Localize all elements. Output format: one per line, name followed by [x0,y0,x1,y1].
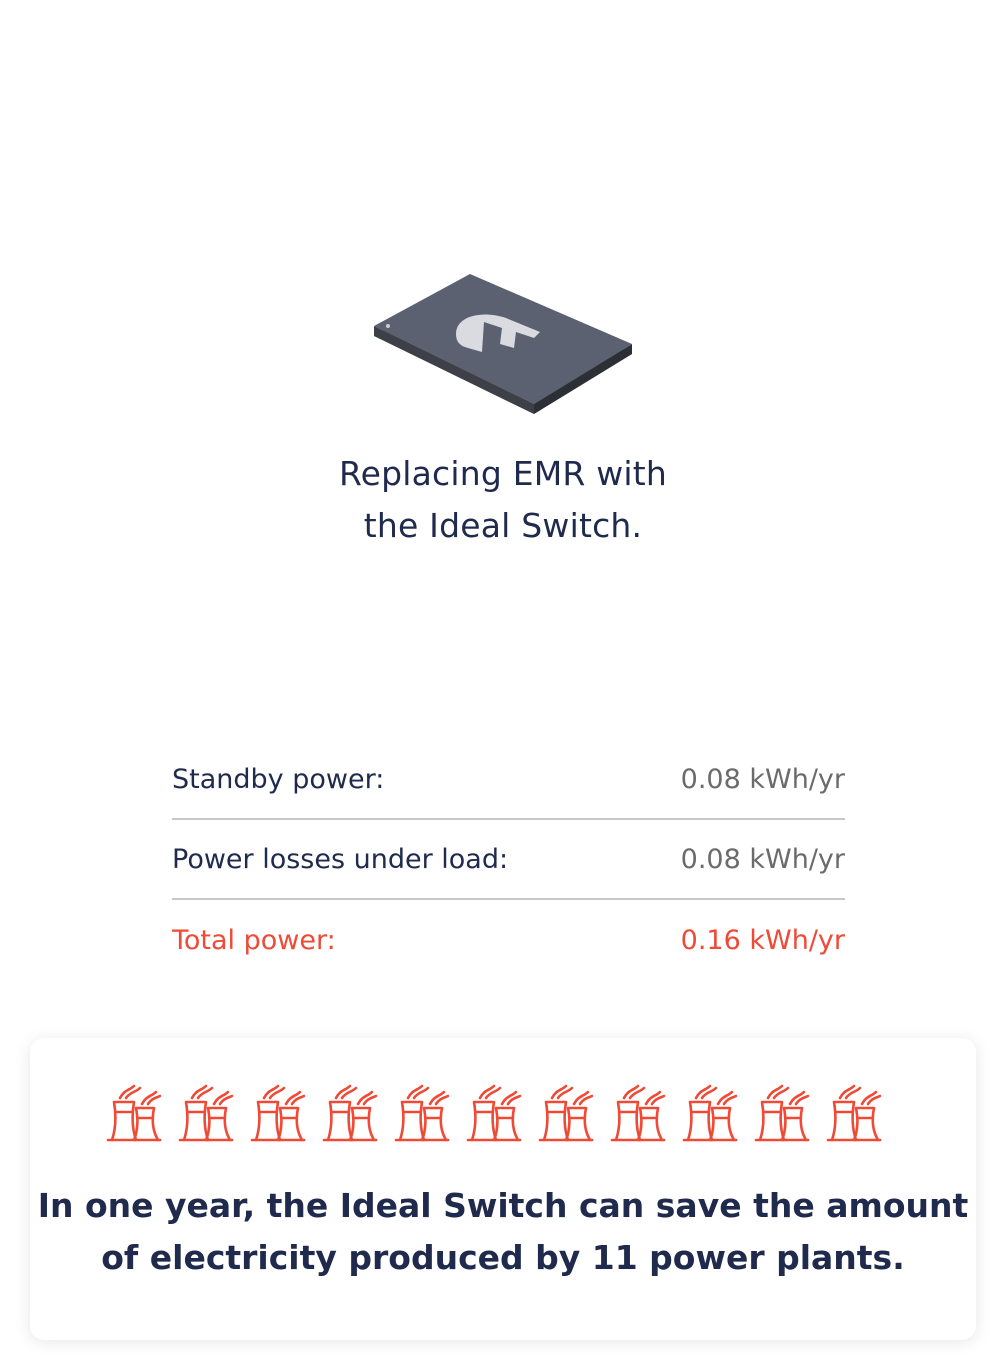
power-plant-icon [322,1084,378,1142]
power-plant-icon [754,1084,810,1142]
power-plant-icon [394,1084,450,1142]
power-plant-icon [682,1084,738,1142]
metric-row-standby: Standby power: 0.08 kWh/yr [172,740,845,820]
metric-value: 0.16 kWh/yr [680,924,845,956]
metric-row-total: Total power: 0.16 kWh/yr [172,900,845,980]
power-plant-icon [826,1084,882,1142]
metric-label: Standby power: [172,763,385,795]
metric-label: Total power: [172,924,336,956]
savings-text: In one year, the Ideal Switch can save t… [30,1180,976,1284]
metric-value: 0.08 kWh/yr [680,763,845,795]
power-plant-icon [538,1084,594,1142]
power-plant-icon [178,1084,234,1142]
power-plant-icon [106,1084,162,1142]
savings-text-line-2: of electricity produced by 11 power plan… [101,1238,905,1277]
headline: Replacing EMR with the Ideal Switch. [0,448,1006,552]
power-metrics-table: Standby power: 0.08 kWh/yr Power losses … [172,740,845,980]
metric-row-load-losses: Power losses under load: 0.08 kWh/yr [172,820,845,900]
chip-icon [374,274,632,414]
metric-value: 0.08 kWh/yr [680,843,845,875]
power-plants-row [106,1084,882,1142]
headline-line-1: Replacing EMR with [338,454,668,493]
power-plant-icon [466,1084,522,1142]
power-plant-icon [610,1084,666,1142]
savings-card: In one year, the Ideal Switch can save t… [30,1038,976,1340]
power-plant-icon [250,1084,306,1142]
metric-label: Power losses under load: [172,843,509,875]
ideal-switch-chip-image [364,262,644,432]
headline-line-2: the Ideal Switch. [363,506,643,545]
savings-text-line-1: In one year, the Ideal Switch can save t… [37,1186,969,1225]
